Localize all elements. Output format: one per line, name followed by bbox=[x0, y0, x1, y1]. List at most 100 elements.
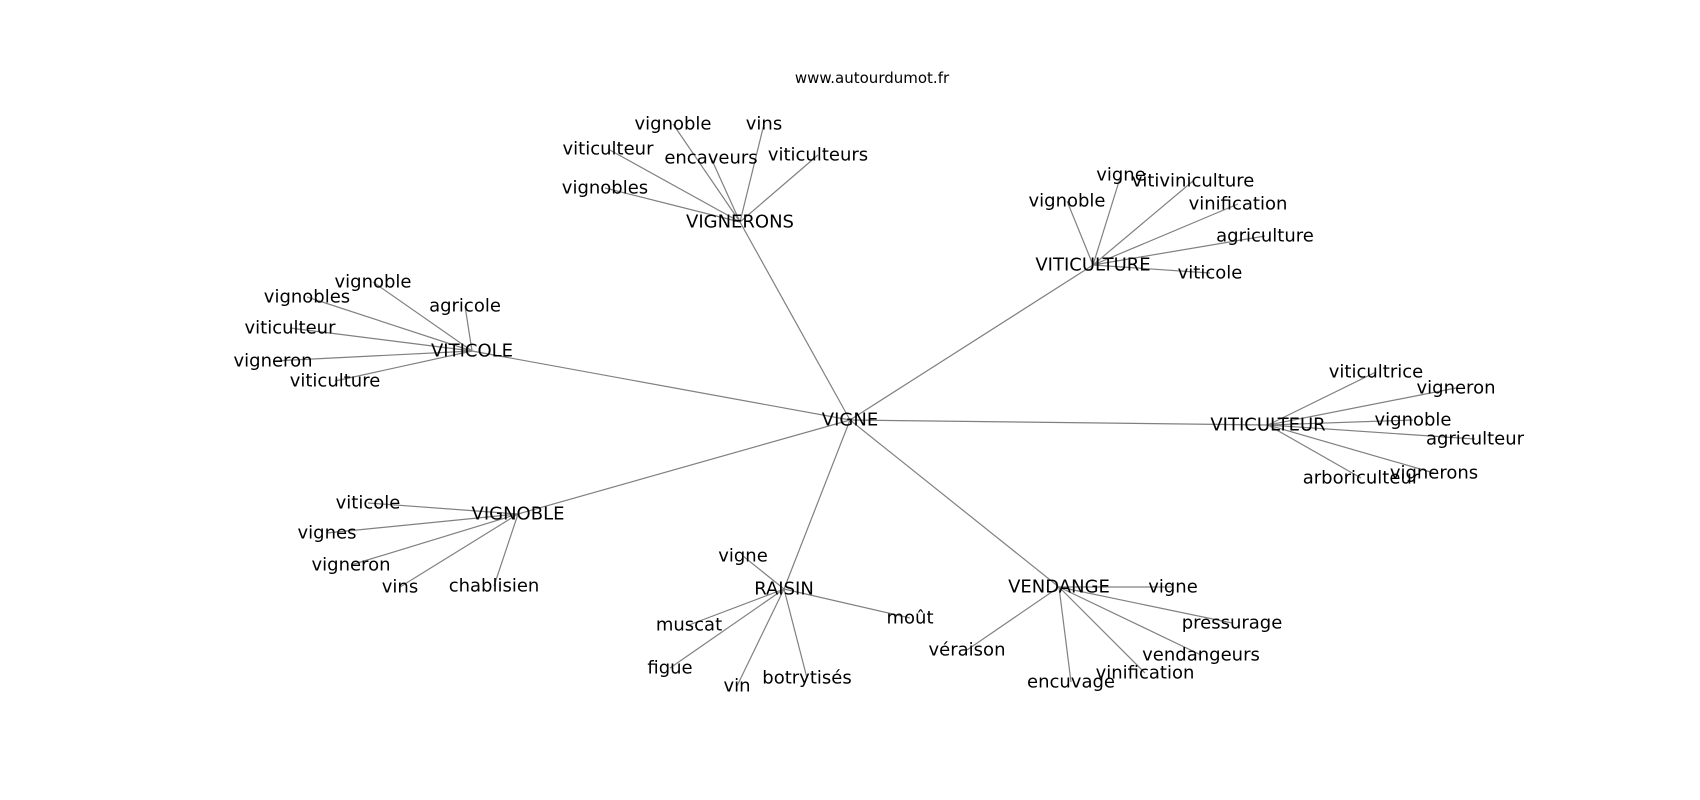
leaf-node-label: viticole bbox=[336, 493, 401, 514]
leaf-node-label: botrytisés bbox=[762, 668, 851, 689]
leaf-node-label: encaveurs bbox=[664, 148, 757, 169]
graph-labels: VIGNE VIGNERONS vignoble vins viticulteur enc… bbox=[234, 114, 1525, 697]
edge-viticole-leaf bbox=[464, 305, 473, 352]
edge-vignerons-leaf bbox=[672, 123, 741, 223]
hub-node-label-viticulteur: VITICULTEUR bbox=[1210, 415, 1325, 436]
edge-root-viticole bbox=[471, 350, 851, 421]
hub-node-label-vendange: VENDANGE bbox=[1008, 577, 1110, 598]
edge-vignerons-leaf bbox=[607, 148, 741, 223]
leaf-node-label: viticulture bbox=[290, 371, 381, 392]
leaf-node-label: vin bbox=[723, 676, 750, 697]
graph-edges bbox=[272, 123, 1476, 687]
edge-raisin-leaf bbox=[669, 588, 785, 669]
edge-raisin-leaf bbox=[742, 555, 785, 590]
leaf-node-label: viticulteurs bbox=[768, 145, 868, 166]
edge-viticole-leaf bbox=[289, 327, 473, 352]
leaf-node-label: arboriculteur bbox=[1303, 468, 1420, 489]
leaf-node-label: vigneron bbox=[1417, 378, 1496, 399]
leaf-node-label: vigne bbox=[718, 546, 768, 567]
leaf-node-label: vignes bbox=[298, 523, 357, 544]
edge-viticulteur-leaf bbox=[1267, 419, 1414, 426]
leaf-node-label: muscat bbox=[656, 615, 722, 636]
edge-vignoble-leaf bbox=[493, 513, 519, 587]
leaf-node-label: vignoble bbox=[334, 272, 411, 293]
leaf-node-label: vigne bbox=[1096, 165, 1146, 186]
leaf-node-label: viticultrice bbox=[1329, 362, 1423, 383]
leaf-node-label: vendangeurs bbox=[1142, 645, 1260, 666]
edge-viticulteur-leaf bbox=[1267, 424, 1476, 440]
leaf-node-label: vitiviniculture bbox=[1132, 171, 1255, 192]
leaf-node-label: agriculteur bbox=[1426, 429, 1525, 450]
leaf-node-label: vins bbox=[382, 577, 418, 598]
edge-raisin-leaf bbox=[688, 588, 785, 626]
leaf-node-label: viticulteur bbox=[245, 318, 337, 339]
leaf-node-label: agricole bbox=[429, 296, 501, 317]
hub-node-label-raisin: RAISIN bbox=[754, 579, 814, 600]
leaf-node-label: vigneron bbox=[312, 555, 391, 576]
edge-viticulteur-leaf bbox=[1267, 424, 1435, 474]
edge-raisin-leaf bbox=[783, 588, 911, 619]
leaf-node-label: vignobles bbox=[264, 287, 350, 308]
edge-viticulture-leaf bbox=[1066, 200, 1094, 266]
leaf-node-label: vinification bbox=[1189, 194, 1288, 215]
leaf-node-label: encuvage bbox=[1027, 672, 1115, 693]
edge-vendange-leaf bbox=[966, 586, 1060, 651]
edge-vignerons-leaf bbox=[739, 154, 819, 223]
leaf-node-label: moût bbox=[886, 608, 933, 629]
leaf-node-label: vigne bbox=[1148, 577, 1198, 598]
leaf-node-label: chablisien bbox=[449, 576, 540, 597]
edge-viticole-leaf bbox=[272, 350, 473, 362]
edge-viticulture-leaf bbox=[1092, 264, 1211, 274]
edge-vignoble-leaf bbox=[367, 502, 519, 515]
leaf-node-label: vinification bbox=[1096, 663, 1195, 684]
hub-node-label-viticulture: VITICULTURE bbox=[1035, 255, 1150, 276]
leaf-node-label: vignerons bbox=[1390, 463, 1478, 484]
leaf-node-label: figue bbox=[647, 658, 692, 679]
leaf-node-label: vignobles bbox=[562, 178, 648, 199]
edge-viticulture-leaf bbox=[1092, 180, 1194, 266]
source-label: www.autourdumot.fr bbox=[795, 69, 950, 87]
leaf-node-label: viticole bbox=[1178, 263, 1243, 284]
hub-node-label-vignerons: VIGNERONS bbox=[686, 212, 794, 233]
edge-viticole-leaf bbox=[306, 296, 473, 352]
edge-vendange-leaf bbox=[1058, 586, 1233, 624]
hub-node-label-viticole: VITICOLE bbox=[431, 341, 513, 362]
edge-vignerons-leaf bbox=[739, 123, 765, 223]
leaf-node-label: vins bbox=[746, 114, 782, 135]
edge-root-vendange bbox=[849, 419, 1060, 588]
leaf-node-label: agriculture bbox=[1216, 226, 1314, 247]
edge-vendange-leaf bbox=[1058, 586, 1072, 683]
edge-vignerons-leaf bbox=[710, 157, 741, 223]
edge-viticulteur-leaf bbox=[1267, 371, 1377, 426]
edge-root-viticulteur bbox=[849, 419, 1269, 426]
leaf-node-label: pressurage bbox=[1182, 613, 1283, 634]
edge-raisin-leaf bbox=[736, 588, 785, 687]
leaf-node-label: vignoble bbox=[1028, 191, 1105, 212]
edge-root-viticulture bbox=[849, 264, 1094, 421]
edge-raisin-leaf bbox=[783, 588, 808, 679]
edge-vendange-leaf bbox=[1058, 586, 1146, 674]
leaf-node-label: vigneron bbox=[234, 351, 313, 372]
root-node-label: VIGNE bbox=[822, 410, 878, 431]
edge-viticulture-leaf bbox=[1092, 203, 1239, 266]
leaf-node-label: viticulteur bbox=[563, 139, 655, 160]
edge-vignerons-leaf bbox=[604, 187, 741, 223]
edge-vignoble-leaf bbox=[350, 513, 519, 566]
hub-node-label-vignoble: VIGNOBLE bbox=[472, 504, 565, 525]
edge-viticulteur-leaf bbox=[1267, 424, 1362, 479]
edge-viticulteur-leaf bbox=[1267, 387, 1457, 426]
edge-viticole-leaf bbox=[372, 281, 473, 352]
edge-viticulture-leaf bbox=[1092, 235, 1266, 266]
edge-vignoble-leaf bbox=[326, 513, 519, 534]
edge-root-vignerons bbox=[739, 221, 851, 421]
edge-vignoble-leaf bbox=[399, 513, 519, 588]
leaf-node-label: vignoble bbox=[1374, 410, 1451, 431]
edge-vendange-leaf bbox=[1058, 586, 1202, 656]
leaf-node-label: véraison bbox=[929, 640, 1006, 661]
edge-root-vignoble bbox=[517, 419, 851, 515]
edge-viticulture-leaf bbox=[1092, 174, 1122, 266]
leaf-node-label: vignoble bbox=[634, 114, 711, 135]
edge-root-raisin bbox=[783, 419, 851, 590]
edge-viticole-leaf bbox=[334, 350, 473, 382]
